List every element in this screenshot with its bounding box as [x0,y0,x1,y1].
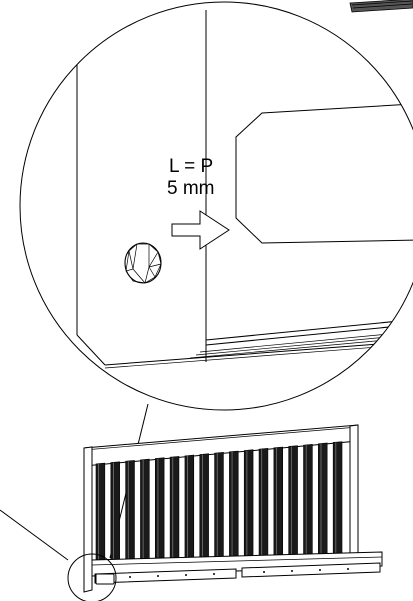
slat [199,453,209,573]
slat [214,452,224,572]
end-post-left [83,446,93,593]
slat [318,442,328,570]
detail-locator-circle [67,553,117,601]
slat [229,450,239,572]
slat [95,462,106,576]
post-bottom-edge [76,334,106,366]
slat [110,461,120,575]
leader-line-left [0,509,69,561]
slat [288,445,298,570]
magnifier-outline [19,1,413,411]
knob-icon [124,242,162,284]
detail-magnifier [19,1,413,411]
support-bar-right [241,562,381,578]
callout-line-1: L = P [169,156,213,177]
slat [303,444,313,570]
end-post-right [349,424,359,563]
top-right-rail [349,0,413,13]
slat [184,454,195,573]
slat [258,448,269,571]
slat [332,441,343,569]
slat [169,456,180,574]
callout-line-2: 5 mm [167,178,215,199]
support-bar-left [94,568,237,584]
slat [125,460,135,575]
locator-bracket [95,573,115,585]
slat [273,446,284,571]
rail-slot [235,102,413,244]
bed-side-assembly [83,424,383,593]
slat [140,458,150,574]
push-arrow-icon [171,210,230,250]
slat [154,457,165,574]
bottom-rail [91,551,383,577]
slat [243,449,254,572]
